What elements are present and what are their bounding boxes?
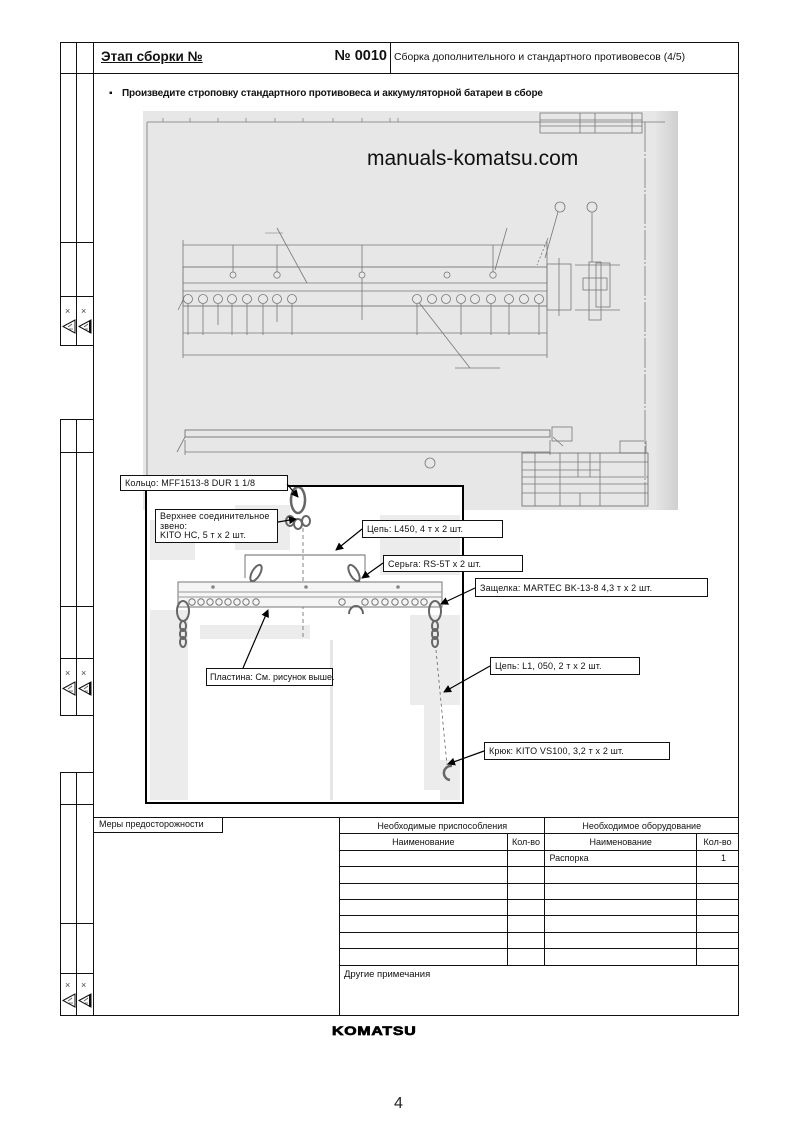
tool-qty <box>506 882 546 900</box>
callout-line: KITO HC, 5 т x 2 шт. <box>160 530 246 540</box>
callout-line: Верхнее соединительное <box>160 511 270 521</box>
table-row <box>339 898 739 917</box>
stage-number: № 0010 <box>334 48 387 64</box>
equipment-qty <box>696 931 739 950</box>
margin-group-b: × × <box>60 419 94 716</box>
equipment-col-name: Наименование <box>544 833 698 851</box>
table-row <box>339 882 739 900</box>
tool-name <box>339 849 508 868</box>
warning-triangle-icon <box>78 681 92 696</box>
tool-qty <box>506 849 546 868</box>
watermark: manuals-komatsu.com <box>367 147 579 170</box>
rigging-photo <box>145 485 464 804</box>
requirements-table: Необходимые приспособления Необходимое о… <box>338 816 739 966</box>
equipment-qty <box>696 915 739 933</box>
tool-qty <box>506 898 546 917</box>
callout-latch: Защелка: MARTEC BK-13-8 4,3 т x 2 шт. <box>475 578 708 597</box>
equipment-qty: 1 <box>696 849 739 868</box>
callout-hook: Крюк: KITO VS100, 3,2 т x 2 шт. <box>484 742 670 760</box>
tool-qty <box>506 931 546 950</box>
technical-drawing <box>143 111 678 510</box>
header-divider <box>93 73 739 74</box>
tool-name <box>339 898 508 917</box>
page-number: 4 <box>394 1095 403 1112</box>
bullet-icon: ▪ <box>109 88 113 99</box>
warning-triangle-icon <box>62 993 76 1008</box>
tools-title: Необходимые приспособления <box>338 816 546 835</box>
equipment-title: Необходимое оборудование <box>544 816 739 835</box>
other-notes-label: Другие примечания <box>339 965 739 1016</box>
equipment-qty <box>696 948 739 966</box>
callout-shackle: Серьга: RS-5T x 2 шт. <box>383 555 523 572</box>
mark-icon: × <box>81 306 87 317</box>
tools-col-qty: Кол-во <box>506 833 546 851</box>
warning-triangle-icon <box>78 993 92 1008</box>
table-row <box>339 948 739 966</box>
warning-triangle-icon <box>62 681 76 696</box>
equipment-name <box>544 866 698 884</box>
tool-name <box>339 915 508 933</box>
tool-name <box>339 882 508 900</box>
equipment-name <box>544 931 698 950</box>
mark-icon: × <box>81 668 87 678</box>
instruction-text: Произведите строповку стандартного проти… <box>122 88 543 99</box>
tool-qty <box>506 948 546 966</box>
callout-chain-l450: Цепь: L450, 4 т x 2 шт. <box>362 520 503 538</box>
tools-col-name: Наименование <box>339 833 508 851</box>
table-row <box>339 866 739 884</box>
table-row: Распорка 1 <box>339 849 739 868</box>
mark-icon: × <box>65 306 71 317</box>
page-title: Сборка дополнительного и стандартного пр… <box>394 52 686 63</box>
tool-qty <box>506 866 546 884</box>
stage-label: Этап сборки № <box>101 49 203 64</box>
callout-line: звено: <box>160 520 188 531</box>
warning-triangle-icon <box>62 319 76 335</box>
mark-icon: × <box>65 980 71 990</box>
equipment-name <box>544 948 698 966</box>
table-row <box>339 915 739 933</box>
tool-qty <box>506 915 546 933</box>
warning-triangle-icon <box>78 319 92 335</box>
callout-ring: Кольцо: MFF1513-8 DUR 1 1/8 <box>120 475 288 491</box>
header-column-divider <box>390 42 391 73</box>
equipment-col-qty: Кол-во <box>696 833 739 851</box>
tool-name <box>339 866 508 884</box>
tool-name <box>339 931 508 950</box>
margin-group-c: × × <box>60 772 94 1016</box>
tool-name <box>339 948 508 966</box>
equipment-name <box>544 898 698 917</box>
margin-group-a: × × <box>60 42 94 346</box>
callout-chain-l1050: Цепь: L1, 050, 2 т x 2 шт. <box>490 657 640 675</box>
callout-upper-link: Верхнее соединительное звено: KITO HC, 5… <box>155 509 278 543</box>
equipment-name: Распорка <box>544 849 698 868</box>
mark-icon: × <box>81 980 87 990</box>
table-row <box>339 931 739 950</box>
precautions-label: Меры предосторожности <box>93 817 223 833</box>
mark-icon: × <box>65 668 71 678</box>
equipment-name <box>544 882 698 900</box>
callout-plate: Пластина: См. рисунок выше. <box>206 668 334 686</box>
equipment-qty <box>696 882 739 900</box>
equipment-qty <box>696 898 739 917</box>
equipment-qty <box>696 866 739 884</box>
komatsu-logo: KOMATSU <box>332 1024 417 1039</box>
equipment-name <box>544 915 698 933</box>
